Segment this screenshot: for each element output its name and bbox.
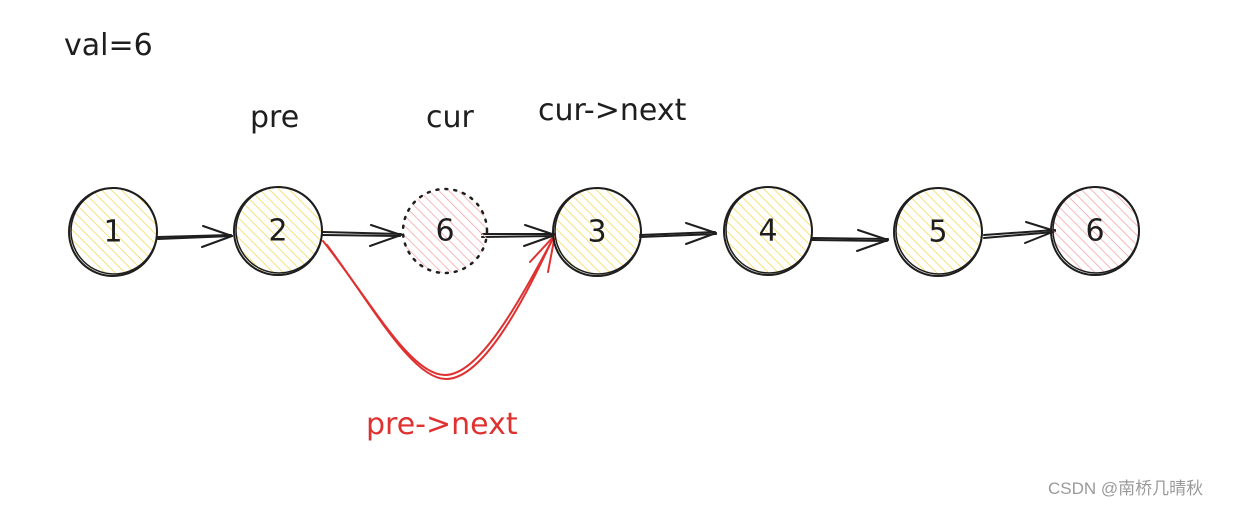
node-value: 1 (103, 215, 122, 250)
list-node: 1 (68, 187, 158, 277)
arrow-3-to-4 (639, 222, 717, 245)
next-arrows (157, 221, 1056, 252)
val-label: val=6 (64, 28, 153, 63)
arrow-1-to-2 (157, 225, 233, 248)
pre-next-bypass-arrow (322, 234, 556, 381)
pre-next-label: pre->next (366, 407, 518, 442)
list-node: 2 (233, 186, 323, 276)
list-node-target: 6 (1050, 186, 1140, 276)
arrow-4-to-5 (811, 229, 889, 252)
node-value: 5 (928, 215, 947, 250)
list-node: 3 (552, 187, 642, 277)
watermark: CSDN @南桥几晴秋 (1048, 479, 1203, 498)
arrow-6-to-3 (481, 224, 556, 247)
node-value: 6 (1085, 214, 1104, 249)
list-node: 4 (723, 186, 813, 276)
cur-pointer-label: cur (426, 100, 475, 135)
pre-pointer-label: pre (250, 100, 299, 135)
arrow-2-to-6 (322, 224, 402, 247)
node-value: 6 (435, 214, 454, 249)
cur-next-pointer-label: cur->next (538, 93, 687, 128)
list-nodes: 1 2 6 3 4 5 (68, 186, 1140, 277)
list-node-removed: 6 (401, 187, 489, 275)
node-value: 2 (268, 214, 287, 249)
node-value: 4 (758, 214, 777, 249)
arrow-5-to-6 (983, 221, 1056, 244)
node-value: 3 (587, 215, 606, 250)
list-node: 5 (893, 187, 983, 277)
